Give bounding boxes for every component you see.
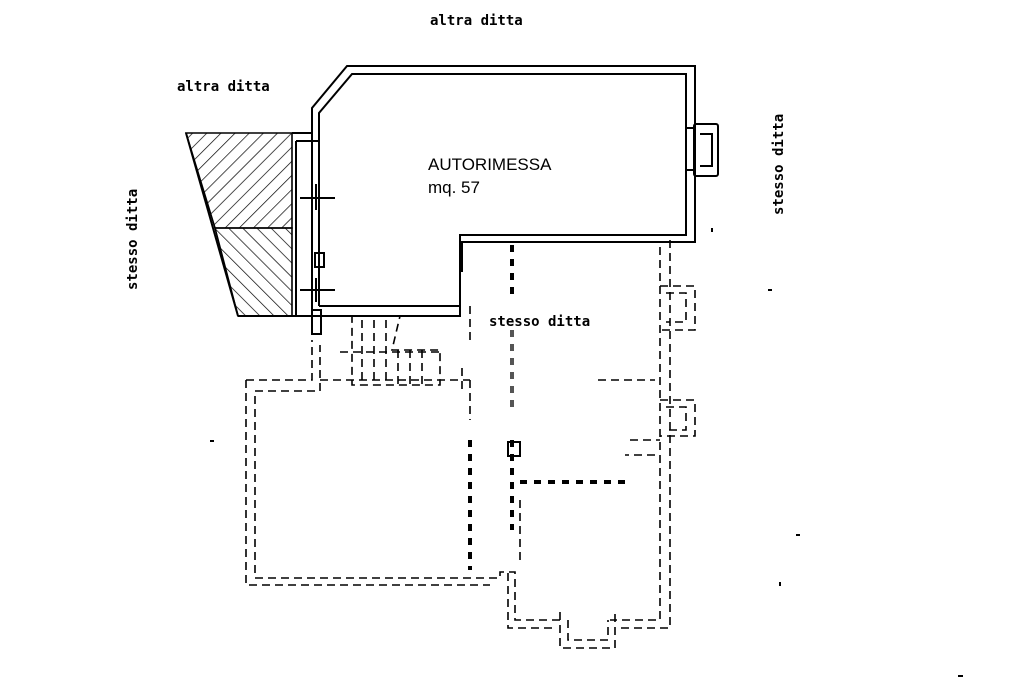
stairs (330, 315, 441, 386)
label-middle: stesso ditta (489, 314, 590, 330)
lower-unit-outline (245, 240, 671, 629)
internal-walls (468, 245, 630, 570)
label-top: altra ditta (430, 13, 523, 29)
stray-marks (210, 228, 963, 677)
room-name: AUTORIMESSA (428, 155, 552, 174)
label-top-left: altra ditta (177, 79, 270, 95)
label-left: stesso ditta (125, 189, 141, 290)
hatched-ramp (184, 132, 293, 317)
label-right: stesso ditta (771, 114, 787, 215)
garage-walls (238, 65, 719, 335)
room-area: mq. 57 (428, 178, 480, 197)
side-projections (559, 285, 696, 649)
